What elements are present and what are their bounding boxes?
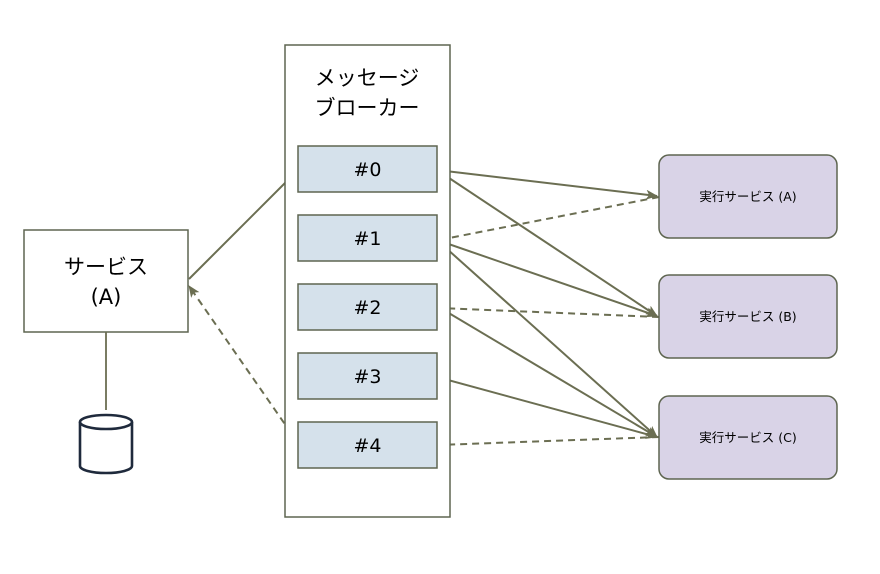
exec-service-a[interactable]: 実行サービス (A) <box>658 154 838 239</box>
exec-service-b-label: 実行サービス (B) <box>699 309 796 324</box>
message-broker-label-line1: メッセージ <box>315 66 420 90</box>
queue-4-label: #4 <box>353 435 381 457</box>
arrow-queue-0-to-exec-A <box>436 169 658 200</box>
queue-0-label: #0 <box>353 159 381 181</box>
message-broker-label-line2: ブローカー <box>315 96 420 120</box>
exec-service-c-label: 実行サービス (C) <box>699 430 796 445</box>
queue-3-box <box>297 352 438 400</box>
database-cylinder-icon <box>78 413 134 475</box>
arrow-service-to-queue-0 <box>188 169 299 280</box>
service-a-box <box>23 229 189 333</box>
queue-3-label: #3 <box>353 366 381 388</box>
queue-3[interactable]: #3 <box>297 352 438 400</box>
exec-service-c-box <box>658 395 838 480</box>
exec-service-b-box <box>658 274 838 359</box>
connections <box>188 169 660 450</box>
exec-service-a-label: 実行サービス (A) <box>699 189 796 204</box>
exec-service-a-box <box>658 154 838 239</box>
queue-4[interactable]: #4 <box>297 421 438 469</box>
queue-2-box <box>297 283 438 331</box>
queue-0-box <box>297 145 438 193</box>
queue-2-label: #2 <box>353 297 381 319</box>
queue-4-box <box>297 421 438 469</box>
arrow-queue-1-to-exec-C <box>436 239 658 438</box>
arrow-exec-B-to-queue-2 <box>438 303 660 318</box>
queue-1[interactable]: #1 <box>297 214 438 262</box>
arrow-queue-4-to-service <box>188 285 299 444</box>
arrow-queue-2-to-exec-C <box>436 305 658 438</box>
arrow-exec-A-to-queue-1 <box>438 196 660 243</box>
arrow-exec-C-to-queue-4 <box>438 436 660 450</box>
service-a-node[interactable]: サービス (A) <box>23 229 189 333</box>
arrow-queue-3-to-exec-C <box>436 376 658 439</box>
arrow-queue-1-to-exec-B <box>436 239 658 318</box>
service-a-label-line1: サービス <box>64 255 148 279</box>
queue-1-label: #1 <box>353 228 381 250</box>
queue-1-box <box>297 214 438 262</box>
exec-service-b[interactable]: 実行サービス (B) <box>658 274 838 359</box>
queue-2[interactable]: #2 <box>297 283 438 331</box>
queue-0[interactable]: #0 <box>297 145 438 193</box>
arrow-queue-0-to-exec-B <box>436 169 658 317</box>
service-a-label-line2: (A) <box>91 285 122 309</box>
exec-service-c[interactable]: 実行サービス (C) <box>658 395 838 480</box>
